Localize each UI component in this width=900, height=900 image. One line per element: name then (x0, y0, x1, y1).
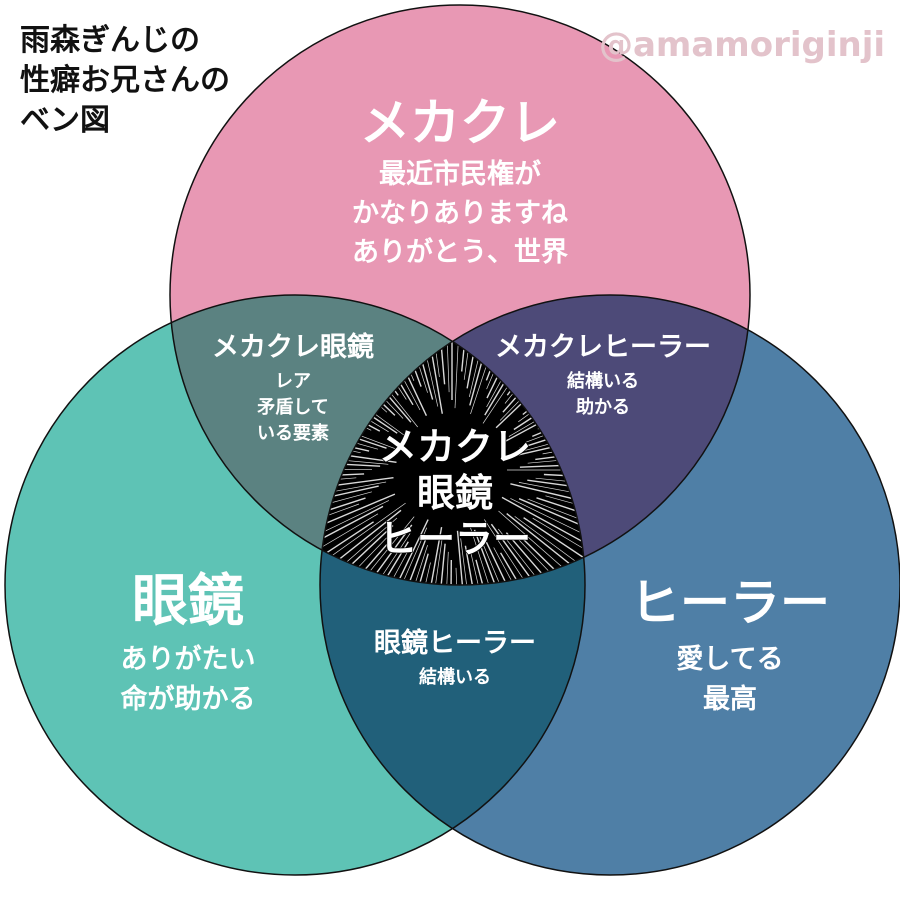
burst-line (320, 477, 394, 502)
circle-left-outline (4, 294, 586, 876)
burst-line (518, 482, 585, 515)
burst-line (518, 498, 585, 565)
center-line-1: メカクレ (379, 425, 531, 469)
burst-line (473, 529, 537, 585)
burst-line (464, 545, 495, 585)
set-right-line-2: 最高 (703, 683, 757, 715)
burst-line (470, 552, 506, 585)
burst-line (510, 483, 585, 526)
set-top-label: メカクレ (360, 93, 560, 152)
burst-line (366, 536, 428, 585)
burst-line (527, 479, 585, 503)
burst-line (499, 552, 575, 585)
burst-line (505, 532, 585, 585)
burst-line (498, 528, 585, 585)
burst-line (493, 547, 567, 585)
burst-line (320, 505, 384, 583)
burst-line (512, 407, 585, 455)
title-line-1: 雨森ぎんじの (20, 23, 200, 58)
overlap-top-left-line-2: 矛盾して (256, 397, 328, 418)
set-left-line-1: ありがたい (121, 643, 256, 675)
burst-line (532, 517, 585, 585)
burst-line (527, 498, 585, 557)
overlap-top-right-line-1: 結構いる (567, 370, 639, 392)
burst-line (523, 517, 585, 585)
burst-line (320, 516, 415, 585)
burst-line (535, 477, 585, 494)
burst-line (440, 551, 449, 585)
title-line-3: ベン図 (20, 103, 110, 138)
set-right-label: ヒーラー (630, 573, 830, 632)
set-top-line-2: かなりありますね (352, 198, 568, 229)
burst-line (320, 500, 390, 575)
circle-top-outline (169, 4, 751, 586)
burst-line (519, 459, 585, 468)
burst-line (320, 481, 387, 514)
overlap-top-right-label: メカクレヒーラー (495, 332, 711, 363)
set-top-line-1: 最近市民権が (379, 158, 541, 190)
burst-line (320, 468, 373, 471)
burst-line (527, 448, 585, 464)
center-line-3: ヒーラー (379, 517, 531, 561)
author-handle: @amamoriginji (599, 25, 885, 65)
burst-line (320, 485, 379, 523)
title-line-2: 性癖お兄さんの (20, 63, 230, 98)
burst-line (408, 526, 443, 585)
burst-line (536, 497, 585, 546)
burst-line (320, 385, 396, 449)
burst-line (460, 538, 483, 585)
overlap-left-right-line-1: 結構いる (419, 666, 491, 688)
overlap-top-right-line-2: 助かる (576, 396, 630, 418)
burst-line (456, 530, 475, 585)
burst-line (320, 448, 389, 465)
burst-line (514, 535, 585, 585)
overlap-top-left-label: メカクレ眼鏡 (212, 331, 374, 363)
burst-line (347, 519, 429, 585)
burst-line (326, 541, 409, 585)
burst-line (320, 542, 389, 585)
overlap-left-right-label: 眼鏡ヒーラー (374, 627, 536, 659)
set-left-line-2: 命が助かる (121, 683, 256, 715)
burst-line (522, 538, 585, 585)
burst-line (320, 524, 413, 585)
burst-line (505, 415, 585, 459)
burst-line (484, 519, 584, 585)
set-top-line-3: ありがとう、世界 (352, 236, 568, 268)
burst-line (320, 503, 360, 553)
burst-line (337, 550, 409, 585)
burst-line (320, 513, 379, 585)
burst-line (468, 523, 526, 585)
burst-line (485, 541, 556, 585)
burst-line (320, 493, 396, 565)
burst-line (428, 543, 446, 585)
burst-line (320, 491, 372, 534)
center-line-2: 眼鏡 (417, 471, 493, 515)
burst-line (490, 523, 585, 585)
overlap-top-left-line-3: いる要素 (257, 423, 329, 444)
circle-right-outline (319, 294, 900, 876)
burst-line (320, 533, 391, 585)
burst-line (320, 497, 366, 545)
burst-line (355, 527, 428, 585)
burst-line (545, 495, 585, 535)
burst-line (417, 535, 443, 585)
burst-line (385, 553, 429, 585)
set-right-line-1: 愛してる (676, 644, 783, 675)
burst-line (377, 544, 428, 585)
burst-line (320, 521, 374, 585)
set-left-label: 眼鏡 (132, 568, 244, 634)
burst-line (320, 456, 381, 467)
burst-line (479, 536, 545, 585)
burst-line (320, 533, 411, 585)
burst-line (510, 498, 585, 576)
overlap-top-left-line-1: レア (275, 371, 311, 392)
burst-line (320, 436, 397, 463)
